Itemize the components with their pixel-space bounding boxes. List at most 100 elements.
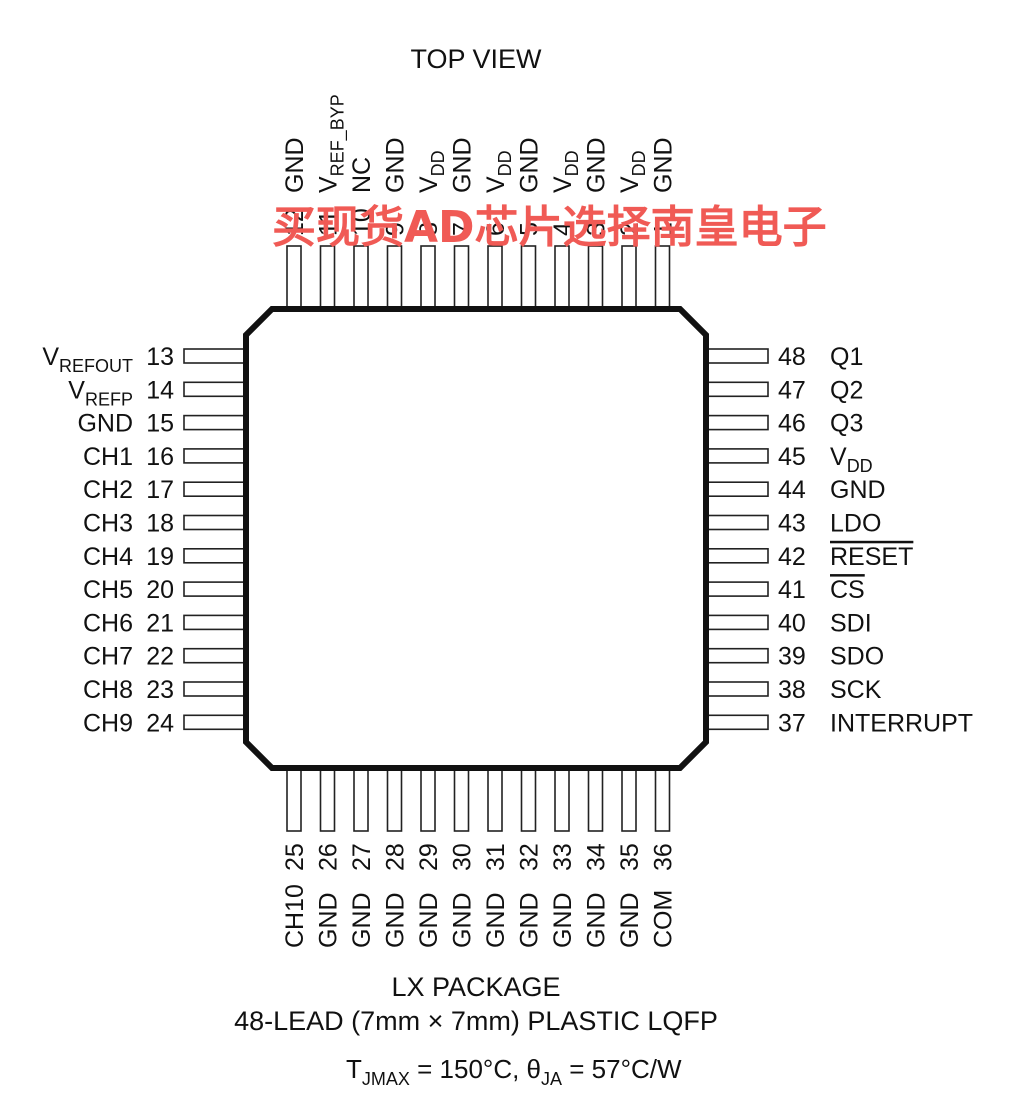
pin-41-number: 41 [778, 576, 806, 604]
pin-3-number: 3 [583, 222, 611, 236]
pin-42-name-main: RESET [830, 543, 913, 571]
pin-1-number: 1 [650, 222, 678, 236]
pin-36-number: 36 [650, 843, 678, 871]
pin-46-name: Q3 [830, 410, 863, 438]
pin-43-lead [705, 514, 769, 531]
pin-8-number: 8 [415, 222, 443, 236]
pin-5-name-main: GND [516, 137, 544, 193]
pin-14-lead [183, 381, 247, 398]
pin-13-name: VREFOUT [42, 343, 133, 376]
pin-15-lead [183, 414, 247, 431]
pin-45-number: 45 [778, 443, 806, 471]
pin-6-name-main: V [482, 176, 510, 193]
pin-11-name-sub: REF_BYP [328, 94, 349, 176]
pin-12-lead [286, 245, 302, 310]
pin-27-number: 27 [348, 843, 376, 871]
pin-14-vrefp: 14 VREFP [68, 376, 247, 409]
pin-46-number: 46 [778, 410, 806, 438]
pin-37-lead [705, 714, 769, 731]
pin-47-name-main: Q2 [830, 376, 863, 404]
pin-30-name-main: GND [449, 892, 477, 948]
pin-10-name: NC [348, 157, 376, 193]
pin-11-number: 11 [315, 210, 343, 236]
pin-3-lead [587, 245, 604, 310]
pin-2-name-sub: DD [629, 150, 649, 176]
pin-24-lead [183, 714, 247, 731]
pin-36-name-main: COM [650, 890, 678, 948]
pin-25-name-main: CH10 [281, 884, 309, 948]
pin-47-number: 47 [778, 376, 806, 404]
pin-35-name-main: GND [616, 892, 644, 948]
tjmax-value: = 150°C, [410, 1054, 527, 1084]
pin-28-lead [386, 767, 403, 832]
pin-17-lead [183, 481, 247, 498]
pin-7-number: 7 [449, 222, 477, 236]
pin-11-name-main: V [315, 176, 343, 193]
pin-47-lead [705, 381, 769, 398]
pin-31-name: GND [482, 892, 510, 948]
pin-41-lead [705, 581, 769, 597]
watermark-text: 买现货AD芯片选择南皇电子 [272, 202, 827, 253]
pin-14-number: 14 [146, 376, 174, 404]
pin-25-lead [286, 767, 302, 832]
pin-44-name-main: GND [830, 476, 886, 504]
pin-48-name-main: Q1 [830, 343, 863, 371]
pin-10-nc: 10 NC [348, 157, 376, 310]
tjmax-subscript: JMAX [362, 1069, 410, 1089]
pin-45-name: VDD [830, 443, 873, 476]
pin-30-number: 30 [449, 843, 477, 871]
pin-6-lead [487, 245, 503, 310]
pin-28-number: 28 [382, 843, 410, 871]
pin-26-name: GND [315, 892, 343, 948]
pin-41-name-main: CS [830, 576, 865, 604]
pin-32-name-main: GND [516, 892, 544, 948]
pin-22-number: 22 [146, 643, 174, 671]
pin-6-name-sub: DD [495, 150, 515, 176]
pin-19-lead [183, 547, 247, 564]
pin-33-number: 33 [549, 843, 577, 871]
pin-39-name-main: SDO [830, 643, 884, 671]
pin-20-name-main: CH5 [83, 576, 133, 604]
pin-24-name-main: CH9 [83, 709, 133, 737]
pin-10-lead [353, 245, 369, 310]
top-pins: 12GND11VREF_BYP10NC9GND8VDD7GND6VDD5GND4… [281, 94, 678, 310]
pin-39-number: 39 [778, 643, 806, 671]
pin-4-lead [554, 245, 570, 310]
pin-33-lead [554, 767, 570, 832]
pin-37-name: INTERRUPT [830, 709, 973, 737]
pin-22-name: CH7 [83, 643, 133, 671]
pin-2-name: VDD [616, 150, 649, 193]
pin-13-lead [183, 348, 247, 364]
pin-22-name-main: CH7 [83, 643, 133, 671]
pin-14-name: VREFP [68, 376, 133, 409]
pin-33-name-main: GND [549, 892, 577, 948]
pin-26-number: 26 [315, 843, 343, 871]
pin-27-lead [353, 767, 369, 832]
pin-19-name: CH4 [83, 543, 133, 571]
pin-26-name-main: GND [315, 892, 343, 948]
pin-10-number: 10 [348, 208, 376, 236]
pin-33-name: GND [549, 892, 577, 948]
pin-2-name-main: V [616, 176, 644, 193]
pin-38-lead [705, 681, 769, 697]
pin-25-number: 25 [281, 843, 309, 871]
pin-7-name: GND [449, 137, 477, 193]
